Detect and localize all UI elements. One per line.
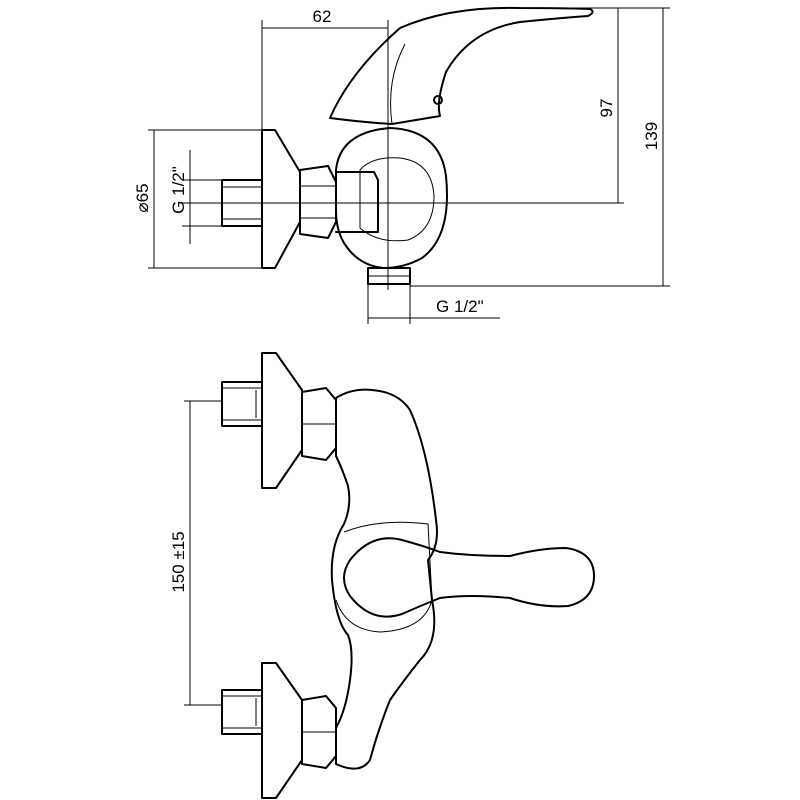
dim-thread-outlet: G 1/2"	[436, 297, 484, 316]
front-view: 150 ±15	[169, 352, 595, 799]
dim-diameter-65: ⌀65	[133, 183, 152, 212]
dim-width-62: 62	[313, 7, 332, 26]
side-hex-nut	[299, 165, 337, 239]
side-dimensions: 62 97 139 ⌀65 G 1/2" G 1/2"	[133, 7, 670, 324]
dim-thread-inlet: G 1/2"	[169, 166, 188, 214]
side-wall-flange	[261, 129, 301, 269]
front-upper-connector	[221, 381, 263, 427]
dim-centers-150: 150 ±15	[169, 531, 188, 592]
dim-height-139: 139	[642, 122, 661, 150]
side-body	[335, 127, 448, 269]
side-lever	[329, 6, 594, 125]
side-view	[180, 6, 624, 290]
front-lower-connector	[221, 689, 263, 735]
front-upper-flange	[261, 352, 303, 489]
front-cartridge-dome	[335, 521, 433, 633]
front-body	[330, 388, 438, 770]
side-body-cavity	[359, 157, 435, 242]
dim-height-97: 97	[597, 99, 616, 118]
front-lever	[343, 537, 595, 618]
front-lower-flange	[261, 662, 303, 799]
